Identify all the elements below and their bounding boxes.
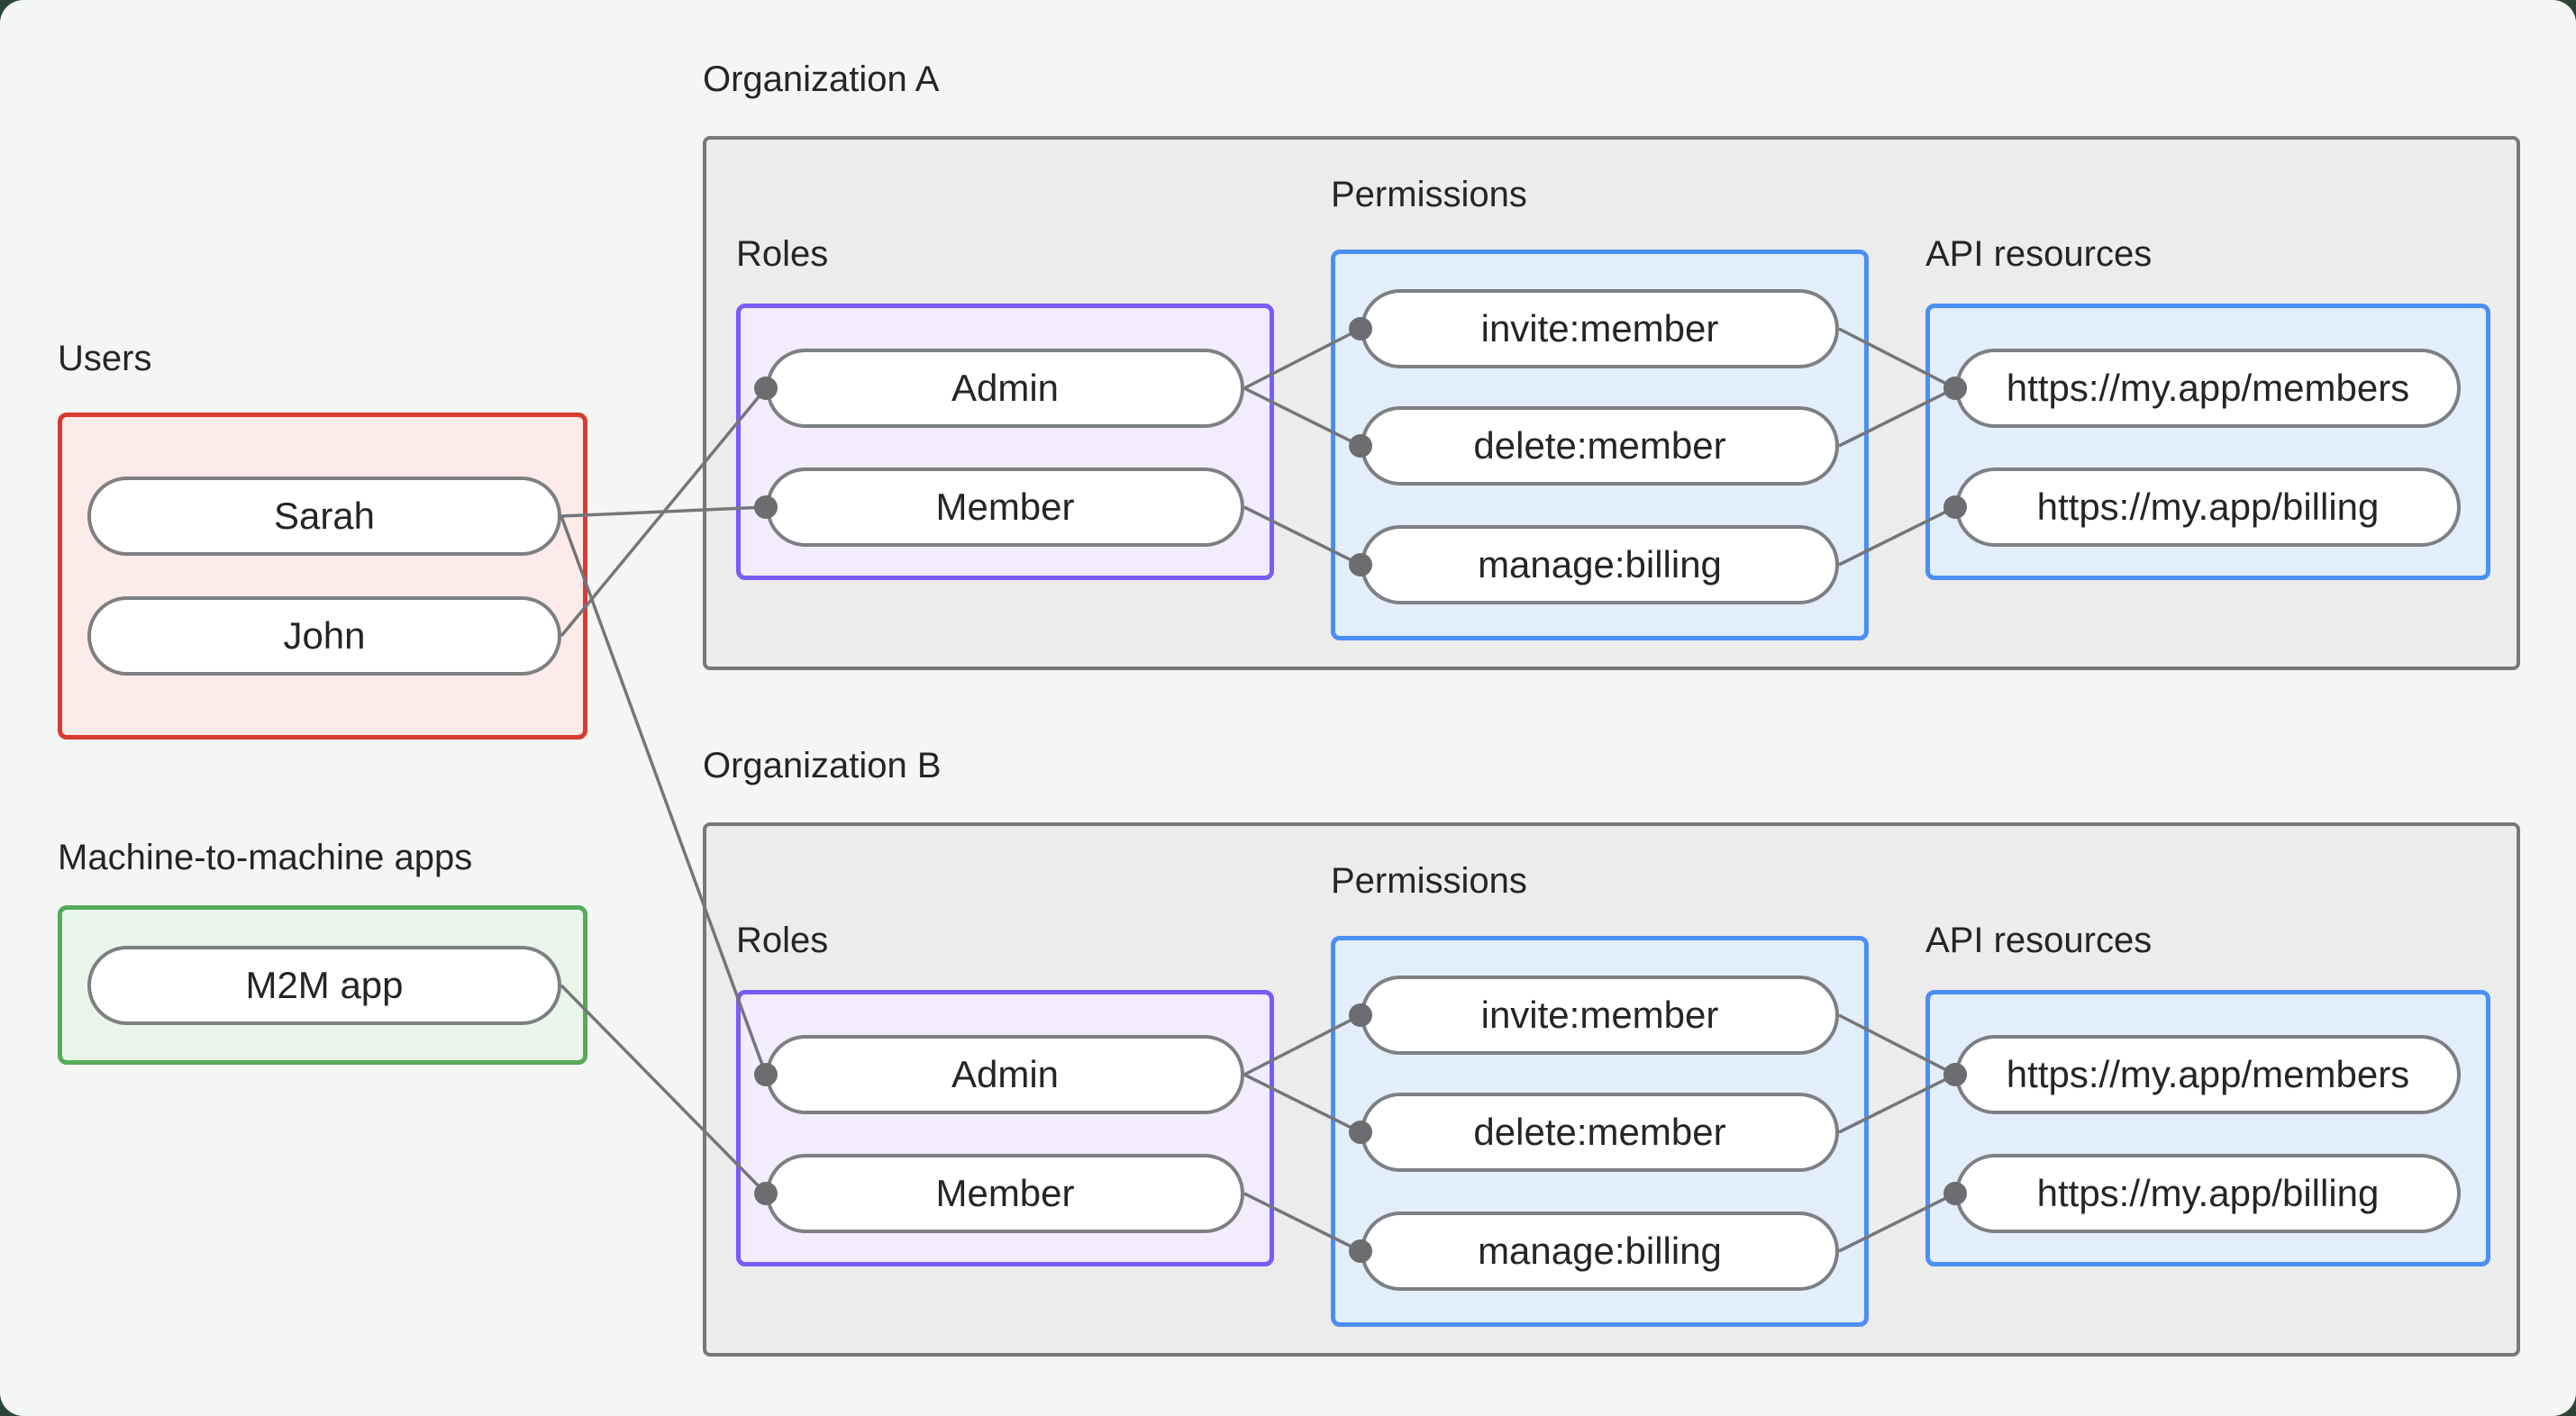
- node-org-a-perm-manage: manage:billing: [1361, 525, 1839, 604]
- users-group-label: Users: [58, 339, 152, 378]
- node-org-a-api-members: https://my.app/members: [1955, 349, 2461, 428]
- node-org-b-api-billing: https://my.app/billing: [1955, 1154, 2461, 1233]
- node-org-b-api-members: https://my.app/members: [1955, 1035, 2461, 1114]
- org-b-permissions-label: Permissions: [1331, 861, 1527, 901]
- node-org-b-perm-manage: manage:billing: [1361, 1212, 1839, 1291]
- org-a-api-resources-label: API resources: [1925, 234, 2153, 274]
- node-org-b-perm-delete: delete:member: [1361, 1093, 1839, 1172]
- organization-b-label: Organization B: [703, 746, 942, 785]
- org-b-api-resources-label: API resources: [1925, 921, 2153, 960]
- node-org-a-perm-delete: delete:member: [1361, 406, 1839, 486]
- node-org-b-perm-invite: invite:member: [1361, 976, 1839, 1055]
- node-user-sarah: Sarah: [87, 477, 561, 556]
- org-a-roles-label: Roles: [736, 234, 829, 274]
- org-a-permissions-label: Permissions: [1331, 175, 1527, 214]
- node-org-b-role-member: Member: [766, 1154, 1244, 1233]
- node-org-a-role-admin: Admin: [766, 349, 1244, 428]
- node-org-a-role-member: Member: [766, 467, 1244, 547]
- organization-a-label: Organization A: [703, 59, 940, 99]
- users-group-box: [58, 413, 587, 740]
- org-b-roles-label: Roles: [736, 921, 829, 960]
- node-user-john: John: [87, 596, 561, 676]
- node-org-b-role-admin: Admin: [766, 1035, 1244, 1114]
- node-org-a-perm-invite: invite:member: [1361, 289, 1839, 368]
- node-org-a-api-billing: https://my.app/billing: [1955, 467, 2461, 547]
- node-m2m-app: M2M app: [87, 946, 561, 1025]
- m2m-group-label: Machine-to-machine apps: [58, 838, 473, 877]
